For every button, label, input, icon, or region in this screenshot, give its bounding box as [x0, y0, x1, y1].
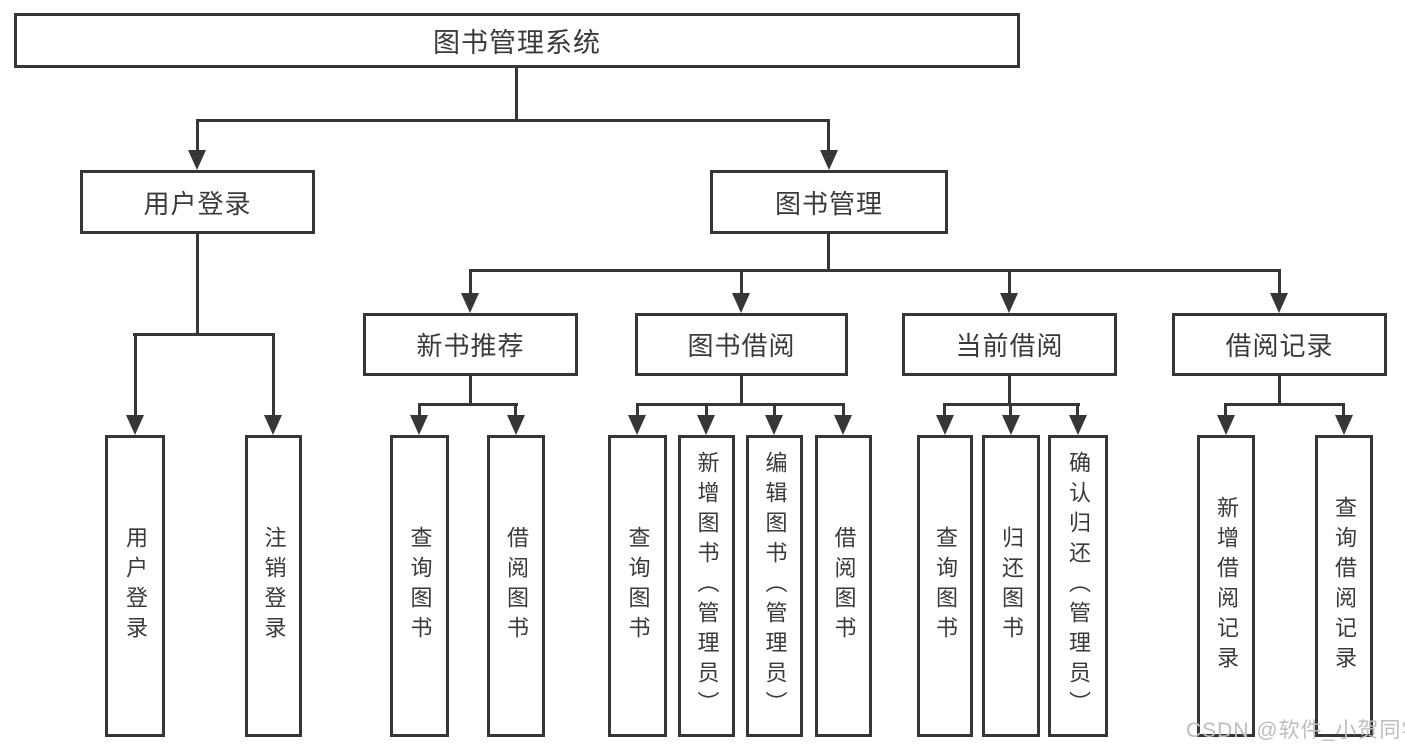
- leaf-borrow-books-recommend: 借阅图书: [487, 435, 545, 737]
- down-arrowhead: [1270, 293, 1288, 313]
- connector-leaf-stem: [1009, 403, 1012, 417]
- down-arrowhead: [732, 293, 750, 313]
- connector-leaf-stem: [1224, 403, 1227, 417]
- leaf-user-login: 用户登录: [105, 435, 165, 737]
- connector-user-login-branch: [133, 333, 275, 336]
- leaf-query-books-current: 查询图书: [917, 435, 973, 737]
- down-arrowhead: [1217, 415, 1235, 435]
- leaf-query-books-recommend: 查询图书: [390, 435, 449, 737]
- leaf-confirm-return-admin-label: 确认归还（管理员）: [1066, 451, 1091, 721]
- connector-root-branch: [196, 119, 830, 122]
- down-arrowhead: [264, 415, 282, 435]
- leaf-edit-books-admin: 编辑图书（管理员）: [746, 435, 803, 737]
- node-book-management: 图书管理: [710, 170, 948, 234]
- leaf-query-borrow-record-label: 查询借阅记录: [1332, 496, 1357, 676]
- connector-leaf-stem: [514, 403, 517, 417]
- down-arrowhead: [1335, 415, 1353, 435]
- down-arrowhead: [628, 415, 646, 435]
- connector-to-book-borrow: [740, 269, 743, 295]
- connector-current-borrow-stem: [1008, 376, 1011, 406]
- leaf-edit-books-admin-label: 编辑图书（管理员）: [762, 451, 788, 721]
- down-arrowhead: [1069, 415, 1087, 435]
- leaf-add-books-admin: 新增图书（管理员）: [678, 435, 735, 737]
- connector-to-new-book: [469, 269, 472, 295]
- down-arrowhead: [1000, 293, 1018, 313]
- node-current-borrow: 当前借阅: [902, 313, 1117, 376]
- connector-book-borrow-stem: [740, 376, 743, 406]
- leaf-query-books-borrow: 查询图书: [608, 435, 667, 737]
- node-root-label: 图书管理系统: [433, 28, 601, 58]
- node-root: 图书管理系统: [14, 13, 1020, 68]
- leaf-confirm-return-admin: 确认归还（管理员）: [1048, 435, 1108, 737]
- leaf-logout: 注销登录: [245, 435, 302, 737]
- leaf-borrow-books-recommend-label: 借阅图书: [504, 526, 529, 646]
- node-new-book-recommend-label: 新书推荐: [416, 331, 525, 361]
- connector-book-management-stem: [827, 234, 830, 272]
- connector-new-book-stem: [469, 376, 472, 406]
- down-arrowhead: [834, 415, 852, 435]
- connector-new-book-branch: [418, 403, 518, 406]
- leaf-add-borrow-record: 新增借阅记录: [1197, 435, 1255, 737]
- down-arrowhead: [820, 150, 838, 170]
- connector-book-management-branch: [470, 269, 1280, 272]
- connector-to-user-login: [196, 119, 199, 152]
- node-borrow-records: 借阅记录: [1172, 313, 1387, 376]
- down-arrowhead: [188, 150, 206, 170]
- leaf-add-books-admin-label: 新增图书（管理员）: [694, 451, 720, 721]
- down-arrowhead: [1002, 415, 1020, 435]
- leaf-query-books-recommend-label: 查询图书: [407, 526, 433, 646]
- leaf-borrow-books: 借阅图书: [815, 435, 872, 737]
- down-arrowhead: [126, 415, 144, 435]
- down-arrowhead: [697, 415, 715, 435]
- leaf-query-books-borrow-label: 查询图书: [625, 526, 651, 646]
- connector-leaf-stem: [842, 403, 845, 417]
- node-book-borrow: 图书借阅: [635, 313, 848, 376]
- connector-to-leaf-login: [134, 333, 137, 417]
- connector-leaf-stem: [1342, 403, 1345, 417]
- connector-leaf-stem: [636, 403, 639, 417]
- connector-leaf-stem: [1076, 403, 1079, 417]
- down-arrowhead: [507, 415, 525, 435]
- connector-book-borrow-branch: [636, 403, 845, 406]
- node-borrow-records-label: 借阅记录: [1225, 331, 1334, 361]
- leaf-return-books-label: 归还图书: [999, 526, 1024, 646]
- leaf-add-borrow-record-label: 新增借阅记录: [1214, 496, 1239, 676]
- leaf-logout-label: 注销登录: [261, 526, 287, 646]
- down-arrowhead: [461, 293, 479, 313]
- connector-user-login-stem: [196, 234, 199, 335]
- down-arrowhead: [410, 415, 428, 435]
- connector-leaf-stem: [943, 403, 946, 417]
- csdn-watermark: CSDN @软件_小贺同学: [1186, 719, 1405, 742]
- leaf-return-books: 归还图书: [982, 435, 1040, 737]
- node-book-borrow-label: 图书借阅: [687, 331, 796, 361]
- down-arrowhead: [936, 415, 954, 435]
- node-user-login: 用户登录: [80, 170, 315, 234]
- connector-leaf-stem: [705, 403, 708, 417]
- connector-leaf-stem: [418, 403, 421, 417]
- leaf-user-login-label: 用户登录: [123, 526, 148, 646]
- node-book-management-label: 图书管理: [774, 188, 883, 219]
- connector-to-borrow-records: [1278, 269, 1281, 295]
- connector-to-current-borrow: [1008, 269, 1011, 295]
- leaf-borrow-books-label: 借阅图书: [831, 526, 857, 646]
- down-arrowhead: [765, 415, 783, 435]
- connector-to-book-management: [827, 119, 830, 152]
- connector-root-stem: [515, 68, 518, 121]
- leaf-query-books-current-label: 查询图书: [933, 526, 958, 646]
- node-current-borrow-label: 当前借阅: [955, 331, 1064, 361]
- connector-borrow-records-branch: [1224, 403, 1345, 406]
- connector-to-leaf-logout: [272, 333, 275, 417]
- leaf-query-borrow-record: 查询借阅记录: [1315, 435, 1373, 737]
- connector-leaf-stem: [773, 403, 776, 417]
- node-new-book-recommend: 新书推荐: [363, 313, 578, 376]
- connector-borrow-records-stem: [1278, 376, 1281, 406]
- node-user-login-label: 用户登录: [143, 188, 252, 219]
